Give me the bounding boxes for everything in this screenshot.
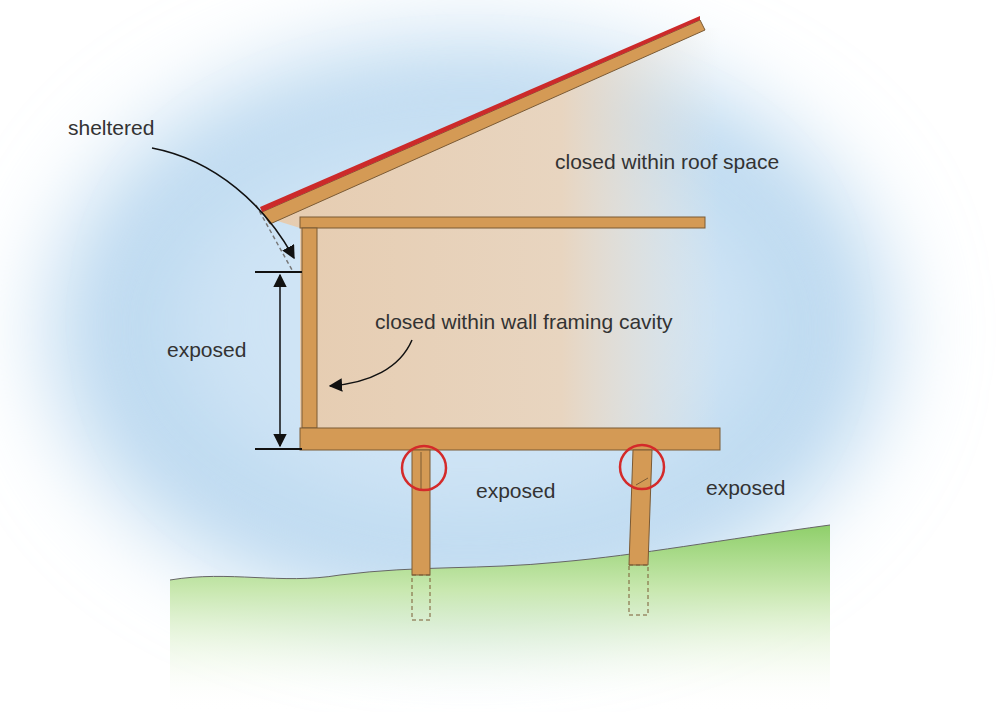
annotation-label: closed within wall framing cavity	[375, 310, 673, 334]
dimension-tick	[255, 271, 302, 273]
roof-rafter	[262, 20, 705, 224]
leader-line	[152, 148, 294, 258]
post	[629, 450, 652, 565]
post-joint	[421, 452, 422, 490]
house-interior	[268, 28, 720, 430]
ground	[170, 525, 830, 712]
leader-line	[330, 340, 412, 386]
dimension-line	[279, 275, 281, 446]
annotation-label: exposed	[167, 338, 246, 362]
wall-stud	[302, 228, 317, 428]
post-footing	[412, 575, 430, 620]
annotation-label: closed within roof space	[555, 150, 779, 174]
annotation-label: sheltered	[68, 116, 154, 140]
roof-cladding	[260, 16, 700, 212]
annotation-label: exposed	[476, 479, 555, 503]
ground-line	[170, 525, 830, 580]
post-footing	[629, 565, 648, 615]
ceiling-joist	[300, 217, 705, 228]
dimension-tick	[255, 448, 302, 450]
post	[412, 450, 430, 575]
floor-beam	[300, 428, 720, 450]
highlight-circle	[620, 445, 664, 489]
eave-edge	[256, 205, 292, 270]
annotation-label: exposed	[706, 476, 785, 500]
highlight-circle	[402, 446, 446, 490]
post-joint	[636, 478, 648, 485]
